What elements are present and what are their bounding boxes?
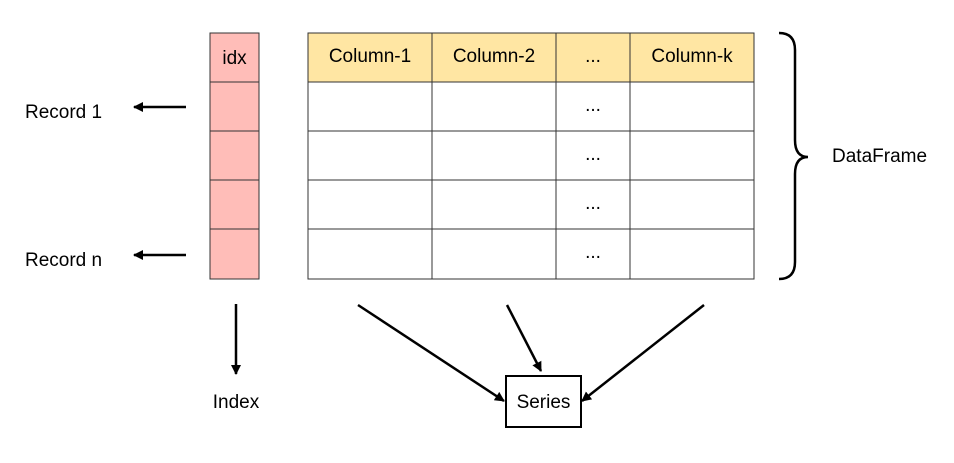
index-header-cell	[209, 32, 260, 83]
row-ellipsis: ...	[585, 95, 601, 116]
data-table: Column-1 Column-2 ... Column-k ... ... .…	[307, 32, 755, 280]
dataframe-brace	[778, 31, 809, 281]
series-arrow	[357, 303, 505, 403]
column-header-label: Column-1	[329, 46, 411, 67]
column-header-label: Column-2	[453, 46, 535, 67]
column-header-label: ...	[585, 46, 601, 67]
series-arrow	[505, 304, 543, 372]
index-column: idx	[209, 32, 260, 280]
series-box	[505, 375, 582, 428]
index-cell	[209, 81, 260, 132]
index-cell	[209, 130, 260, 181]
series-arrow	[581, 304, 705, 402]
column-header-cell	[307, 32, 433, 83]
row-ellipsis: ...	[585, 144, 601, 165]
column-header-label: Column-k	[651, 46, 733, 67]
row-ellipsis: ...	[585, 242, 601, 263]
row-ellipsis: ...	[585, 193, 601, 214]
series-label: Series	[517, 392, 571, 413]
column-header-cell	[431, 32, 557, 83]
record-last-label: Record n	[25, 250, 102, 271]
index-header-label: idx	[222, 48, 247, 69]
dataframe-label: DataFrame	[832, 146, 927, 167]
index-cell	[209, 228, 260, 280]
record-first-label: Record 1	[25, 102, 102, 123]
index-label: Index	[213, 392, 260, 413]
index-cell	[209, 179, 260, 230]
